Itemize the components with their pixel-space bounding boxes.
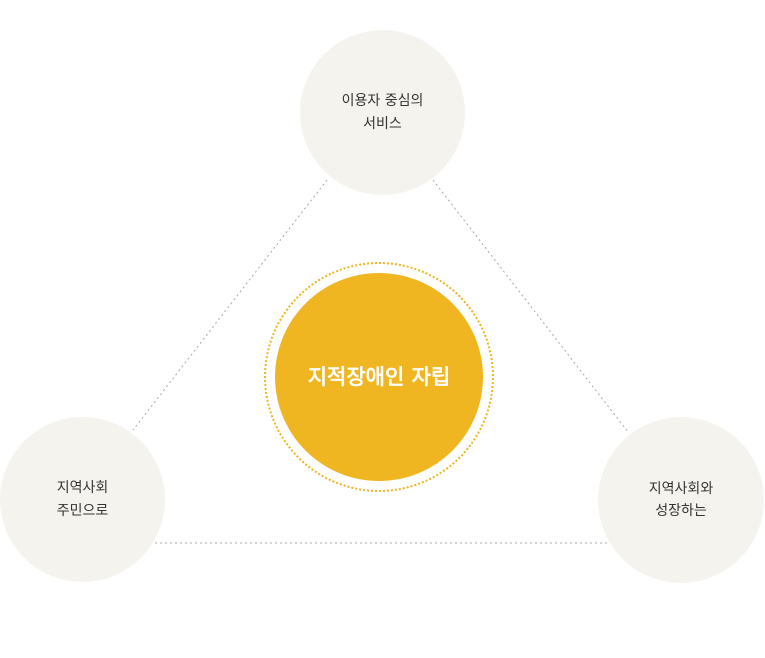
- node-label-line: 이용자 중심의: [341, 93, 424, 110]
- connector-top-right: [432, 179, 629, 433]
- node-label-line: 성장하는: [655, 503, 707, 519]
- node-label: 지역사회 주민으로: [57, 477, 109, 522]
- node-label-line: 지역사회와: [648, 480, 714, 497]
- node-community-resident: 지역사회 주민으로: [0, 417, 165, 582]
- node-label: 지역사회와 성장하는: [649, 478, 713, 523]
- node-label: 이용자 중심의 서비스: [342, 90, 424, 135]
- center-dotted-ring: [264, 262, 494, 492]
- node-label-line: 주민으로: [56, 502, 109, 519]
- center-label-line: 자립: [411, 364, 451, 389]
- node-user-centered-service: 이용자 중심의 서비스: [300, 30, 465, 195]
- center-node-independence: 지적장애인 자립: [275, 273, 483, 481]
- node-growing-with-community: 지역사회와 성장하는: [598, 417, 764, 583]
- node-label-line: 지역사회: [56, 480, 109, 497]
- center-label: 지적장애인 자립: [308, 361, 451, 394]
- node-label-line: 서비스: [363, 115, 402, 132]
- center-label-line: 지적장애인: [307, 364, 405, 389]
